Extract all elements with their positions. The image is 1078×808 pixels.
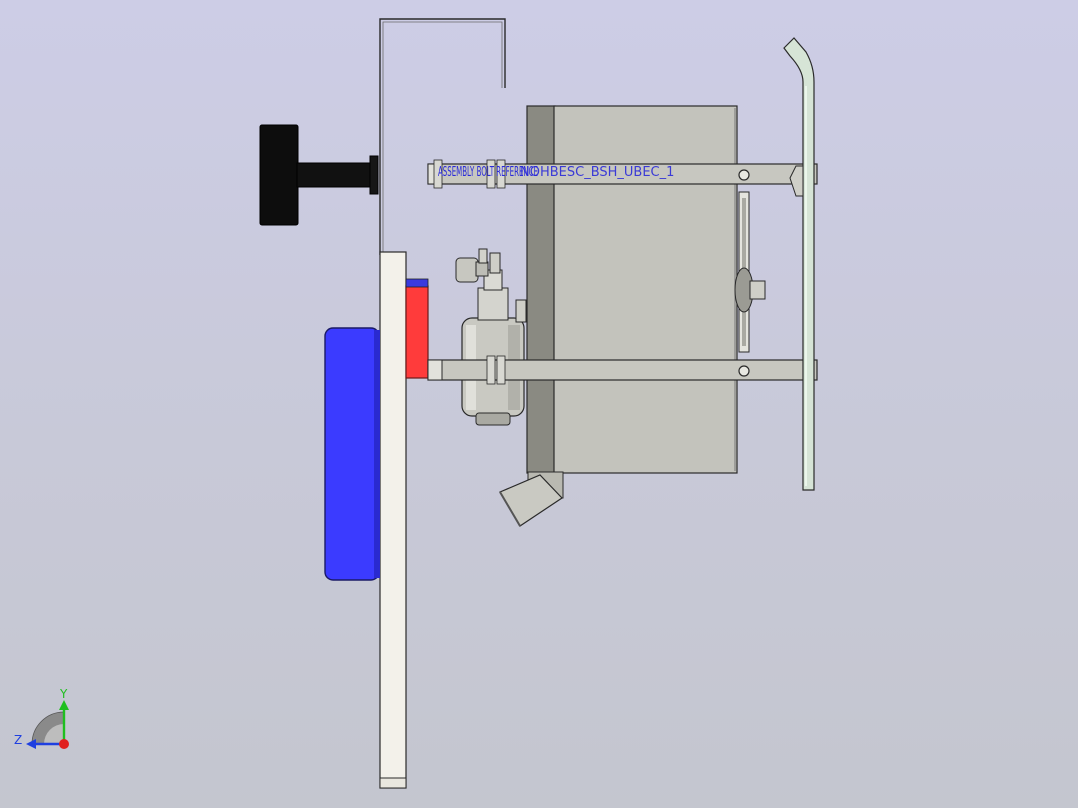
reference-label: NOHBESC_BSH_UBEC_1 [520, 165, 674, 180]
lower-bar-nut-1 [486, 355, 496, 385]
wire-bracket-inner [382, 21, 503, 255]
filter-cylinder[interactable] [461, 269, 525, 426]
side-bolt-stem [749, 280, 766, 300]
filter-valve[interactable] [455, 248, 501, 283]
red-pad-cap [405, 278, 429, 288]
main-housing[interactable] [553, 105, 738, 474]
lower-bar-nut-2 [496, 355, 506, 385]
blue-cover-edge [374, 330, 380, 578]
x-axis-dot [59, 739, 69, 749]
knob-handle[interactable] [259, 124, 299, 226]
lower-bar-end-block [427, 359, 443, 381]
y-axis-arrowhead [59, 700, 69, 710]
z-axis-arrowhead [26, 739, 36, 749]
spout-opening [499, 491, 521, 527]
z-axis-label: Z [14, 733, 22, 747]
vertical-tube[interactable] [783, 37, 815, 491]
blue-cover[interactable] [324, 327, 380, 581]
filter-side-nozzle [515, 299, 527, 323]
upper-bar-pivot[interactable] [738, 169, 750, 181]
upper-bar-nut-2 [486, 159, 496, 189]
back-panel[interactable] [379, 251, 407, 789]
wire-bracket[interactable] [379, 18, 506, 255]
upper-bar-nut-1 [433, 159, 443, 189]
lower-mount-bar[interactable] [427, 359, 818, 381]
orientation-triad[interactable]: Y Z [14, 687, 69, 749]
reference-overlap-label: ASSEMBLY BOLT REFERENCE [438, 165, 538, 180]
red-pad[interactable] [405, 285, 429, 379]
tube-clip[interactable] [789, 165, 804, 197]
lower-bar-pivot[interactable] [738, 365, 750, 377]
housing-side [526, 105, 556, 474]
y-axis-label: Y [59, 687, 68, 701]
upper-bar-nut-3 [496, 159, 506, 189]
knob-shaft [296, 162, 373, 188]
back-panel-foot [379, 777, 407, 789]
knob-flange [369, 155, 379, 195]
triad-arc-inner [44, 724, 64, 744]
